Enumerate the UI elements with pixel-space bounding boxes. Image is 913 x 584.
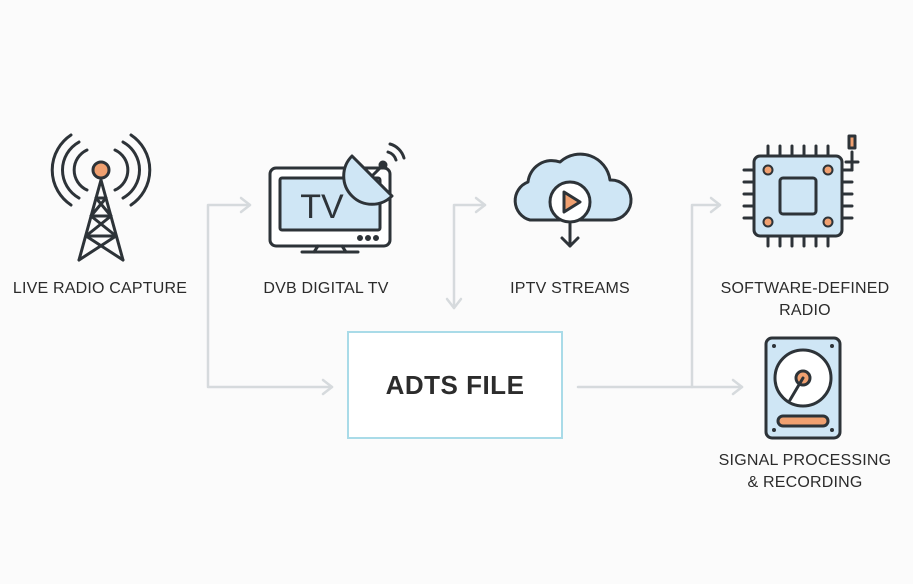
source-label-sdr-line1: SOFTWARE-DEFINED [720, 280, 890, 297]
arrowhead-sdr [709, 196, 722, 214]
hard-drive-icon [764, 336, 842, 440]
radio-tower-icon [50, 133, 152, 262]
arrowhead-drive [731, 378, 744, 396]
arrowhead-iptv-right [474, 196, 487, 214]
hub-label: ADTS FILE [385, 369, 525, 400]
source-label-iptv: IPTV STREAMS [510, 280, 630, 297]
chip-icon [742, 134, 860, 248]
output-label-line1: SIGNAL PROCESSING [718, 452, 892, 469]
arrowhead-tv [239, 196, 252, 214]
arrowhead-hub-in [321, 378, 334, 396]
source-label-dvb-tv: DVB DIGITAL TV [263, 280, 389, 297]
connector-iptv [452, 203, 487, 310]
tv-satellite-icon: TV [268, 142, 406, 254]
cloud-play-icon [513, 152, 633, 248]
tv-screen-text: TV [300, 188, 344, 226]
connector-tv-to-hub [206, 203, 334, 389]
output-label-line2: & RECORDING [747, 474, 863, 491]
adts-file-hub: ADTS FILE [347, 331, 563, 439]
source-label-sdr-line2: RADIO [779, 302, 831, 319]
source-label-live-radio: LIVE RADIO CAPTURE [12, 280, 188, 297]
arrowhead-iptv-down [445, 297, 463, 310]
connector-hub-to-outputs [576, 203, 722, 389]
